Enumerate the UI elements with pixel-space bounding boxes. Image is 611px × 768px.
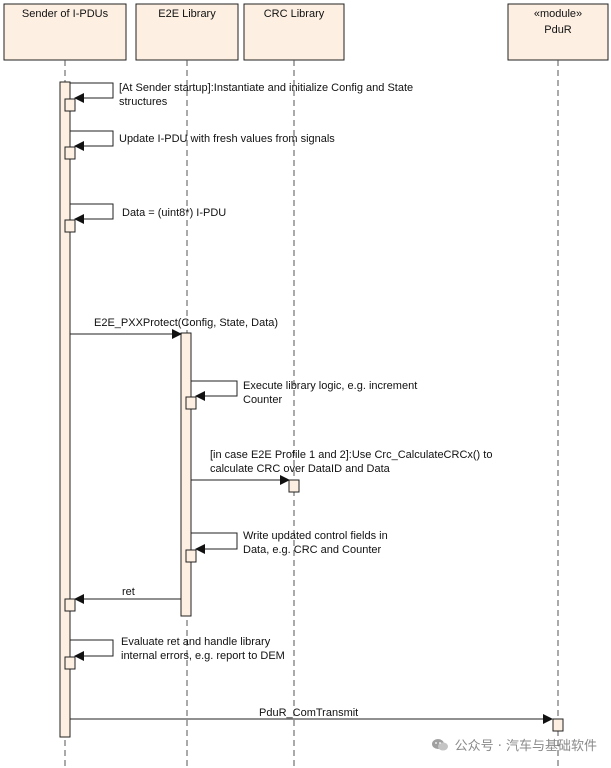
message-data-line1: Data = (uint8*) I-PDU: [122, 207, 226, 219]
message-logic-line1: Execute library logic, e.g. increment: [243, 380, 417, 392]
lifeline-label-crc: CRC Library: [264, 8, 325, 20]
lifeline-header-e2e: E2E Library: [135, 3, 239, 61]
message-protect-line1: E2E_PXXProtect(Config, State, Data): [94, 317, 278, 329]
message-evaluate-line2: internal errors, e.g. report to DEM: [121, 650, 285, 662]
activation-e2e: [180, 332, 192, 617]
lifeline-label-e2e: E2E Library: [158, 8, 216, 20]
message-ret-line1: ret: [122, 586, 135, 598]
lifeline-label-pdur: PduR: [544, 24, 572, 36]
message-crc-line1: [in case E2E Profile 1 and 2]:Use Crc_Ca…: [210, 449, 492, 461]
lifeline-header-sender: Sender of I-PDUs: [3, 3, 127, 61]
message-write: Write updated control fields in Data, e.…: [185, 530, 388, 563]
lifeline-stereotype-pdur: «module»: [534, 8, 582, 20]
lifeline-label-sender: Sender of I-PDUs: [22, 8, 109, 20]
message-init-line1: [At Sender startup]:Instantiate and init…: [119, 82, 413, 94]
message-crc-line2: calculate CRC over DataID and Data: [210, 463, 391, 475]
message-logic: Execute library logic, e.g. increment Co…: [185, 380, 417, 410]
watermark-text: 公众号 · 汽车与基础软件: [454, 739, 597, 754]
message-crc: [in case E2E Profile 1 and 2]:Use Crc_Ca…: [191, 449, 492, 493]
wechat-icon: [431, 738, 448, 750]
lifeline-header-crc: CRC Library: [243, 3, 345, 61]
message-evaluate-line1: Evaluate ret and handle library: [121, 636, 271, 648]
watermark: 公众号 · 汽车与基础软件: [431, 735, 597, 754]
message-transmit-line1: PduR_ComTransmit: [259, 707, 358, 719]
message-init: [At Sender startup]:Instantiate and init…: [64, 82, 413, 112]
activation-sender: [59, 81, 71, 738]
message-protect: E2E_PXXProtect(Config, State, Data): [70, 317, 278, 339]
message-init-line2: structures: [119, 96, 168, 108]
lifeline-header-pdur: «module» PduR: [507, 3, 609, 61]
message-write-line2: Data, e.g. CRC and Counter: [243, 544, 382, 556]
message-ret: ret: [64, 586, 181, 612]
message-data: Data = (uint8*) I-PDU: [64, 203, 226, 233]
message-write-line1: Write updated control fields in: [243, 530, 388, 542]
message-update-line1: Update I-PDU with fresh values from sign…: [119, 133, 335, 145]
message-update: Update I-PDU with fresh values from sign…: [64, 130, 335, 160]
message-transmit: PduR_ComTransmit: [70, 707, 564, 732]
message-logic-line2: Counter: [243, 394, 282, 406]
message-evaluate: Evaluate ret and handle library internal…: [64, 636, 285, 670]
